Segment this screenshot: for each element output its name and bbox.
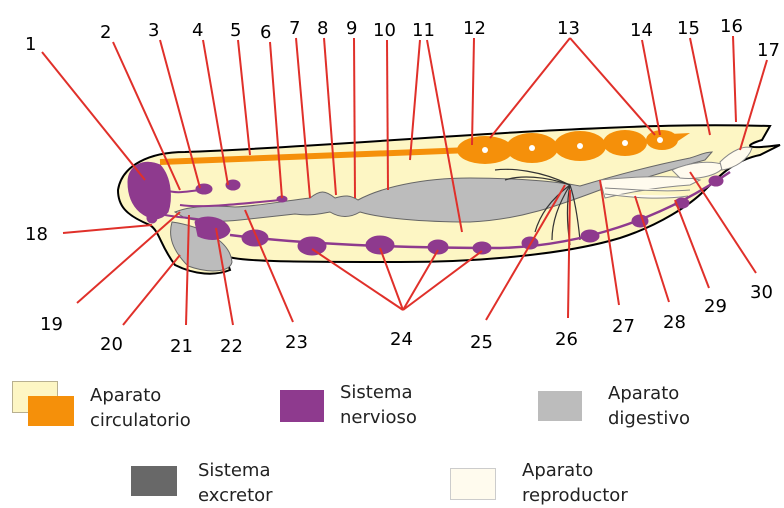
- label-24: 24: [390, 329, 413, 350]
- label-28: 28: [663, 312, 686, 333]
- legend-reproductor: Aparato reproductor: [522, 458, 628, 508]
- label-7: 7: [289, 18, 300, 39]
- label-18: 18: [25, 224, 48, 245]
- label-1: 1: [25, 34, 36, 55]
- label-17: 17: [757, 40, 780, 61]
- label-2: 2: [100, 22, 111, 43]
- swatch-nervioso: [280, 390, 324, 422]
- label-9: 9: [346, 18, 357, 39]
- legend-excretor: Sistema excretor: [198, 458, 273, 508]
- legend-digestivo: Aparato digestivo: [608, 381, 690, 431]
- label-11: 11: [412, 20, 435, 41]
- swatch-excretor: [131, 466, 177, 496]
- label-4: 4: [192, 20, 203, 41]
- label-21: 21: [170, 336, 193, 357]
- label-10: 10: [373, 20, 396, 41]
- label-8: 8: [317, 18, 328, 39]
- label-27: 27: [612, 316, 635, 337]
- label-20: 20: [100, 334, 123, 355]
- label-19: 19: [40, 314, 63, 335]
- label-13: 13: [557, 18, 580, 39]
- legend-circulatorio: Aparato circulatorio: [90, 383, 191, 433]
- label-22: 22: [220, 336, 243, 357]
- label-14: 14: [630, 20, 653, 41]
- swatch-digestivo: [538, 391, 582, 421]
- label-25: 25: [470, 332, 493, 353]
- legend-nervioso: Sistema nervioso: [340, 380, 417, 430]
- label-15: 15: [677, 18, 700, 39]
- label-5: 5: [230, 20, 241, 41]
- label-23: 23: [285, 332, 308, 353]
- label-26: 26: [555, 329, 578, 350]
- label-6: 6: [260, 22, 271, 43]
- label-3: 3: [148, 20, 159, 41]
- label-12: 12: [463, 18, 486, 39]
- label-16: 16: [720, 16, 743, 37]
- swatch-reproductor: [450, 468, 496, 500]
- swatch-circulatorio: [28, 396, 74, 426]
- label-29: 29: [704, 296, 727, 317]
- label-30: 30: [750, 282, 773, 303]
